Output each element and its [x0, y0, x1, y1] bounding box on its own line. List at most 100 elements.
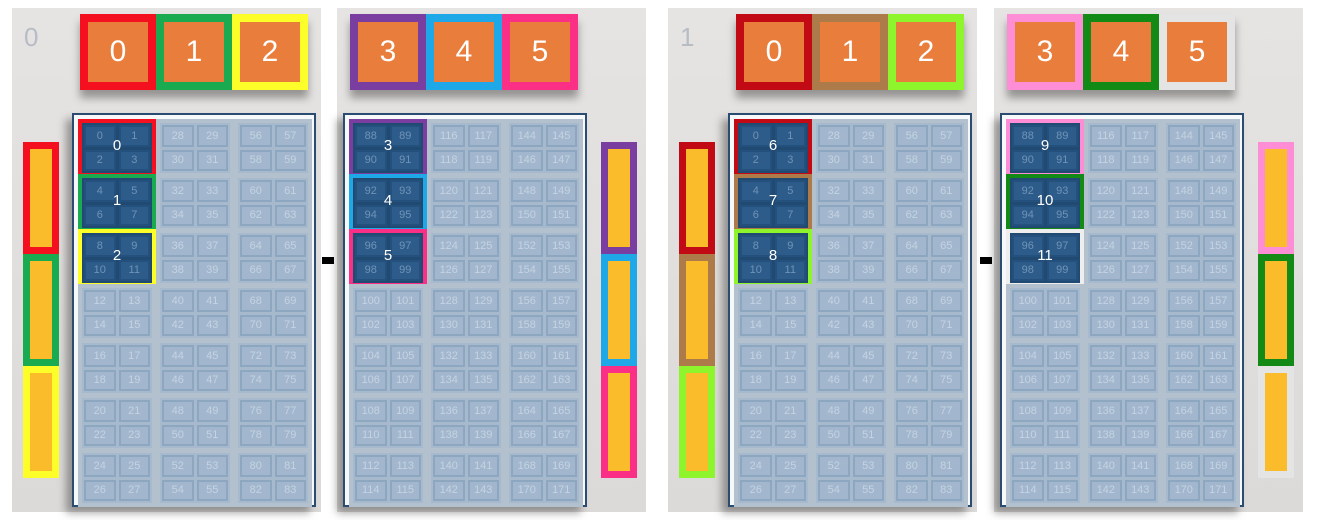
grid-cell: 100: [355, 290, 387, 312]
grid-cell: 5: [774, 180, 806, 202]
grid-cell: 154: [511, 259, 543, 281]
grid-cell: 36: [162, 235, 194, 257]
grid-cell: 90: [355, 149, 387, 171]
grid-cell: 106: [1012, 369, 1044, 391]
grid-cell: 170: [511, 479, 543, 501]
grid-cell: 56: [896, 125, 928, 147]
grid-cell: 135: [1124, 369, 1156, 391]
grid-cell: 102: [1012, 314, 1044, 336]
grid-cell: 112: [1012, 455, 1044, 477]
grid-cell: 156: [511, 290, 543, 312]
grid-cell: 133: [467, 345, 499, 367]
grid-cell: 50: [818, 424, 850, 446]
grid-cell: 149: [545, 180, 577, 202]
grid-cell: 17: [774, 345, 806, 367]
grid-cell: 72: [240, 345, 272, 367]
grid-cell: 42: [818, 314, 850, 336]
side-bar: [679, 366, 715, 478]
grid-cell: 82: [240, 479, 272, 501]
grid-cell: 165: [1202, 400, 1234, 422]
grid-cell: 145: [545, 125, 577, 147]
grid-cell: 7: [118, 204, 150, 226]
grid-cell: 171: [1202, 479, 1234, 501]
grid-cell: 108: [1012, 400, 1044, 422]
grid-cell: 110: [355, 424, 387, 446]
grid-cell: 145: [1202, 125, 1234, 147]
grid-cell: 2: [84, 149, 116, 171]
separator-dash: [980, 257, 992, 264]
grid-cell: 39: [852, 259, 884, 281]
grid-cell: 121: [1124, 180, 1156, 202]
grid-cell: 144: [1168, 125, 1200, 147]
grid-cell: 47: [196, 369, 228, 391]
grid-cell: 33: [196, 180, 228, 202]
grid-cell: 112: [355, 455, 387, 477]
grid-cell: 105: [1046, 345, 1078, 367]
grid-cell: 53: [196, 455, 228, 477]
grid-cell: 65: [930, 235, 962, 257]
grid-cell: 169: [545, 455, 577, 477]
grid-cell: 164: [1168, 400, 1200, 422]
grid-cell: 51: [196, 424, 228, 446]
grid-cell: 166: [1168, 424, 1200, 446]
grid-cell: 113: [1046, 455, 1078, 477]
grid-cell: 12: [84, 290, 116, 312]
grid-cell: 166: [511, 424, 543, 446]
grid-cell: 41: [852, 290, 884, 312]
grid-cell: 159: [545, 314, 577, 336]
grid-cell: 104: [355, 345, 387, 367]
grid-cell: 2: [740, 149, 772, 171]
grid-cell: 114: [355, 479, 387, 501]
top-box: 5: [1159, 14, 1235, 90]
grid-cell: 148: [511, 180, 543, 202]
grid-cell: 100: [1012, 290, 1044, 312]
grid-cell: 91: [1046, 149, 1078, 171]
grid-cell: 75: [274, 369, 306, 391]
grid-cell: 56: [240, 125, 272, 147]
grid-cell: 68: [240, 290, 272, 312]
grid-cell: 158: [1168, 314, 1200, 336]
grid-cell: 111: [389, 424, 421, 446]
grid-cell: 141: [1124, 455, 1156, 477]
grid-cell: 169: [1202, 455, 1234, 477]
grid-cell: 155: [545, 259, 577, 281]
grid-cell: 34: [162, 204, 194, 226]
grid-cell: 38: [162, 259, 194, 281]
grid-cell: 97: [389, 235, 421, 257]
grid-cell: 89: [1046, 125, 1078, 147]
grid-cell: 35: [852, 204, 884, 226]
top-box: 3: [350, 14, 426, 90]
grid-cell: 29: [852, 125, 884, 147]
grid-cell: 76: [896, 400, 928, 422]
grid-cell: 60: [240, 180, 272, 202]
grid-cell: 134: [433, 369, 465, 391]
grid-cell: 171: [545, 479, 577, 501]
grid-cell: 71: [274, 314, 306, 336]
grid-cell: 20: [740, 400, 772, 422]
grid-cell: 162: [511, 369, 543, 391]
panel-label: 1: [680, 22, 695, 52]
grid-cell: 92: [1012, 180, 1044, 202]
side-bar: [1258, 142, 1294, 254]
grid-cell: 59: [930, 149, 962, 171]
side-bar: [601, 366, 637, 478]
grid-cell: 81: [274, 455, 306, 477]
side-bars: [679, 142, 715, 478]
grid-cell: 140: [433, 455, 465, 477]
